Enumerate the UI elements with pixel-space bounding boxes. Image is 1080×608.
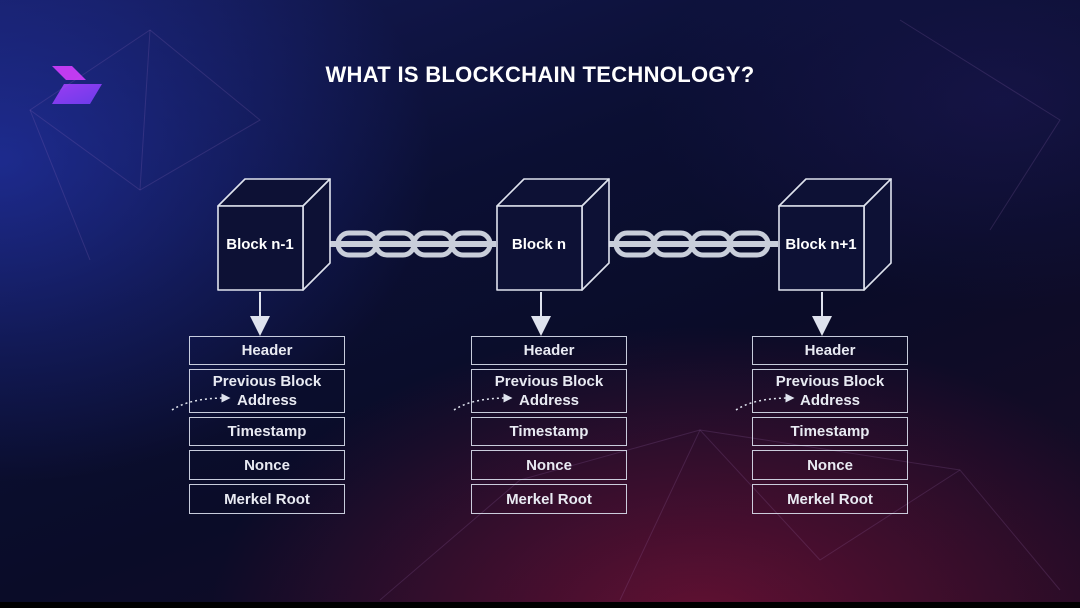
brand-logo-icon: [52, 66, 102, 104]
field-timestamp-2: Timestamp: [471, 417, 627, 446]
block-label-2: Block n: [511, 236, 567, 253]
block-cube-1: [217, 178, 331, 291]
block-cube-2: [496, 178, 610, 291]
field-merkle-root-3: Merkel Root: [752, 484, 908, 514]
previous-address-pointers: [171, 393, 795, 411]
field-timestamp-3: Timestamp: [752, 417, 908, 446]
bottom-bar: [0, 602, 1080, 608]
field-merkle-root-1: Merkel Root: [189, 484, 345, 514]
block-label-1: Block n-1: [226, 236, 294, 253]
field-timestamp-1: Timestamp: [189, 417, 345, 446]
field-previous-block-address-1: Previous Block Address: [189, 369, 345, 413]
page-title: WHAT IS BLOCKCHAIN TECHNOLOGY?: [325, 62, 755, 87]
field-previous-block-address-2: Previous Block Address: [471, 369, 627, 413]
field-merkle-root-2: Merkel Root: [471, 484, 627, 514]
background-network: [29, 19, 1061, 601]
field-previous-block-address-3: Previous Block Address: [752, 369, 908, 413]
field-header-3: Header: [752, 336, 908, 365]
down-arrows: [250, 292, 832, 336]
field-nonce-1: Nonce: [189, 450, 345, 480]
chain-link-left: [330, 230, 496, 258]
block-label-3: Block n+1: [785, 236, 857, 253]
field-nonce-3: Nonce: [752, 450, 908, 480]
field-header-2: Header: [471, 336, 627, 365]
field-header-1: Header: [189, 336, 345, 365]
chain-link-right: [608, 230, 778, 258]
field-nonce-2: Nonce: [471, 450, 627, 480]
block-cube-3: [778, 178, 892, 291]
